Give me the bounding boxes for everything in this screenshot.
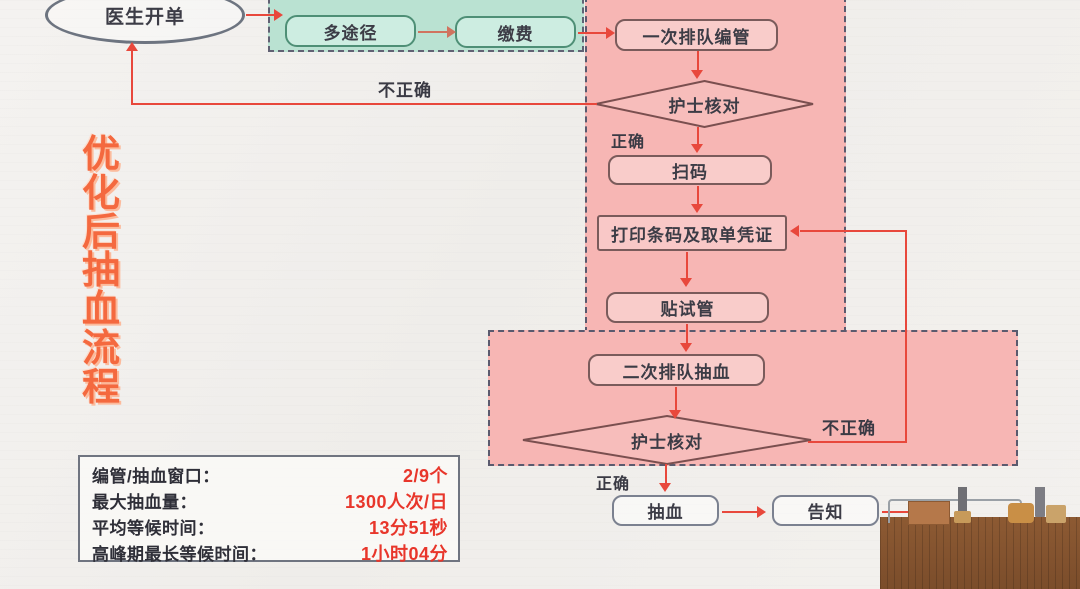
stats-row: 高峰期最长等候时间： 1小时04分 [92,540,448,566]
arrowhead-icon [691,70,703,79]
title-char: 后 [81,211,120,254]
arrowhead-icon [606,27,615,39]
stats-value: 2/9个 [402,466,448,486]
stats-value: 1300人次/日 [344,492,448,512]
node-first-queue-tube[interactable]: 一次排队编管 [615,19,778,51]
arrowhead-icon [274,9,283,21]
diamond-shape [522,415,812,465]
node-label: 扫码 [672,162,708,182]
node-doctor-order[interactable]: 医生开单 [45,0,245,44]
edge-check1-incorrect-vertical [131,50,133,104]
counter-kettle [1008,503,1034,523]
edge-blooddraw-to-notify [722,511,760,513]
edge-check2-to-blooddraw [665,464,667,486]
arrowhead-icon [126,42,138,51]
edge-attach-to-secondqueue [686,324,688,346]
node-label: 贴试管 [660,300,715,319]
counter-bottle [1035,487,1045,517]
node-label: 抽血 [647,503,684,522]
diamond-shape [595,80,814,128]
edge-doctor-to-multichannel [246,14,276,16]
edge-label-incorrect-bottom: 不正确 [822,419,876,438]
edge-print-to-attach [686,252,688,280]
title-char: 化 [81,172,120,215]
title-char: 流 [81,327,120,370]
node-attach-tube[interactable]: 贴试管 [606,292,769,323]
node-second-queue-draw[interactable]: 二次排队抽血 [588,354,765,386]
stats-label: 最大抽血量： [92,493,197,512]
node-label: 一次排队编管 [642,27,751,47]
arrowhead-icon [659,483,671,492]
node-label: 多途径 [323,23,378,43]
blood-draw-counter-photo [880,487,1080,589]
arrowhead-icon [790,225,799,237]
title-char: 抽 [81,250,120,293]
stats-panel: 编管/抽血窗口： 2/9个 最大抽血量： 1300人次/日 平均等候时间： 13… [78,455,460,564]
edge-check2-incorrect-vertical [905,230,907,442]
edge-check2-incorrect-top [800,230,907,232]
title-char: 优 [81,134,120,176]
page-title: 优 化 后 抽 血 流 程 [68,136,134,407]
edge-payment-to-firstqueue [578,32,610,34]
stats-label: 高峰期最长等候时间： [92,545,267,564]
stats-label: 编管/抽血窗口： [92,467,220,486]
edge-notify-to-counter [882,511,918,513]
node-print-barcode[interactable]: 打印条码及取单凭证 [597,215,787,251]
edge-secondqueue-to-check2 [675,387,677,413]
arrowhead-icon [691,204,703,213]
edge-check1-incorrect [131,103,597,105]
counter-tray [1046,505,1066,523]
node-label: 二次排队抽血 [622,362,731,382]
node-label: 护士核对 [668,96,741,116]
node-nurse-check-1[interactable]: 护士核对 [595,80,814,128]
node-label: 缴费 [497,24,534,44]
title-char: 程 [81,366,120,409]
stats-value: 1小时04分 [360,544,448,564]
blood-draw-zone [488,330,1018,466]
edge-label-correct-top: 正确 [611,134,646,151]
edge-firstqueue-to-check1 [697,51,699,73]
node-scan-code[interactable]: 扫码 [608,155,772,185]
arrowhead-icon [669,410,681,419]
node-blood-draw[interactable]: 抽血 [612,495,719,526]
edge-scan-to-print [697,186,699,206]
edge-label-incorrect-top: 不正确 [378,81,432,100]
title-char: 血 [81,289,120,331]
stats-row: 平均等候时间： 13分51秒 [92,514,448,540]
arrowhead-icon [680,278,692,287]
counter-bottle [958,487,967,517]
counter-box [908,501,950,525]
counter-front-panel [880,517,1080,589]
node-multi-channel[interactable]: 多途径 [285,15,416,47]
node-label: 打印条码及取单凭证 [611,225,773,245]
node-notify[interactable]: 告知 [772,495,879,526]
edge-check2-incorrect-bottom [808,441,907,443]
edge-multichannel-to-payment [418,31,450,33]
tube-label-zone [585,0,846,333]
edge-check1-to-scan [697,127,699,147]
node-label: 告知 [807,503,844,522]
node-nurse-check-2[interactable]: 护士核对 [522,415,812,465]
arrowhead-icon [757,506,766,518]
node-label: 医生开单 [104,6,185,28]
node-label: 护士核对 [631,432,703,452]
counter-cup [954,511,971,523]
arrowhead-icon [447,26,456,38]
stats-value: 13分51秒 [368,518,448,538]
stats-row: 最大抽血量： 1300人次/日 [92,488,448,514]
arrowhead-icon [691,144,703,153]
node-payment[interactable]: 缴费 [455,16,576,48]
edge-label-correct-bottom: 正确 [596,476,631,493]
stats-row: 编管/抽血窗口： 2/9个 [92,462,448,488]
stats-label: 平均等候时间： [92,519,215,538]
arrowhead-icon [680,343,692,352]
